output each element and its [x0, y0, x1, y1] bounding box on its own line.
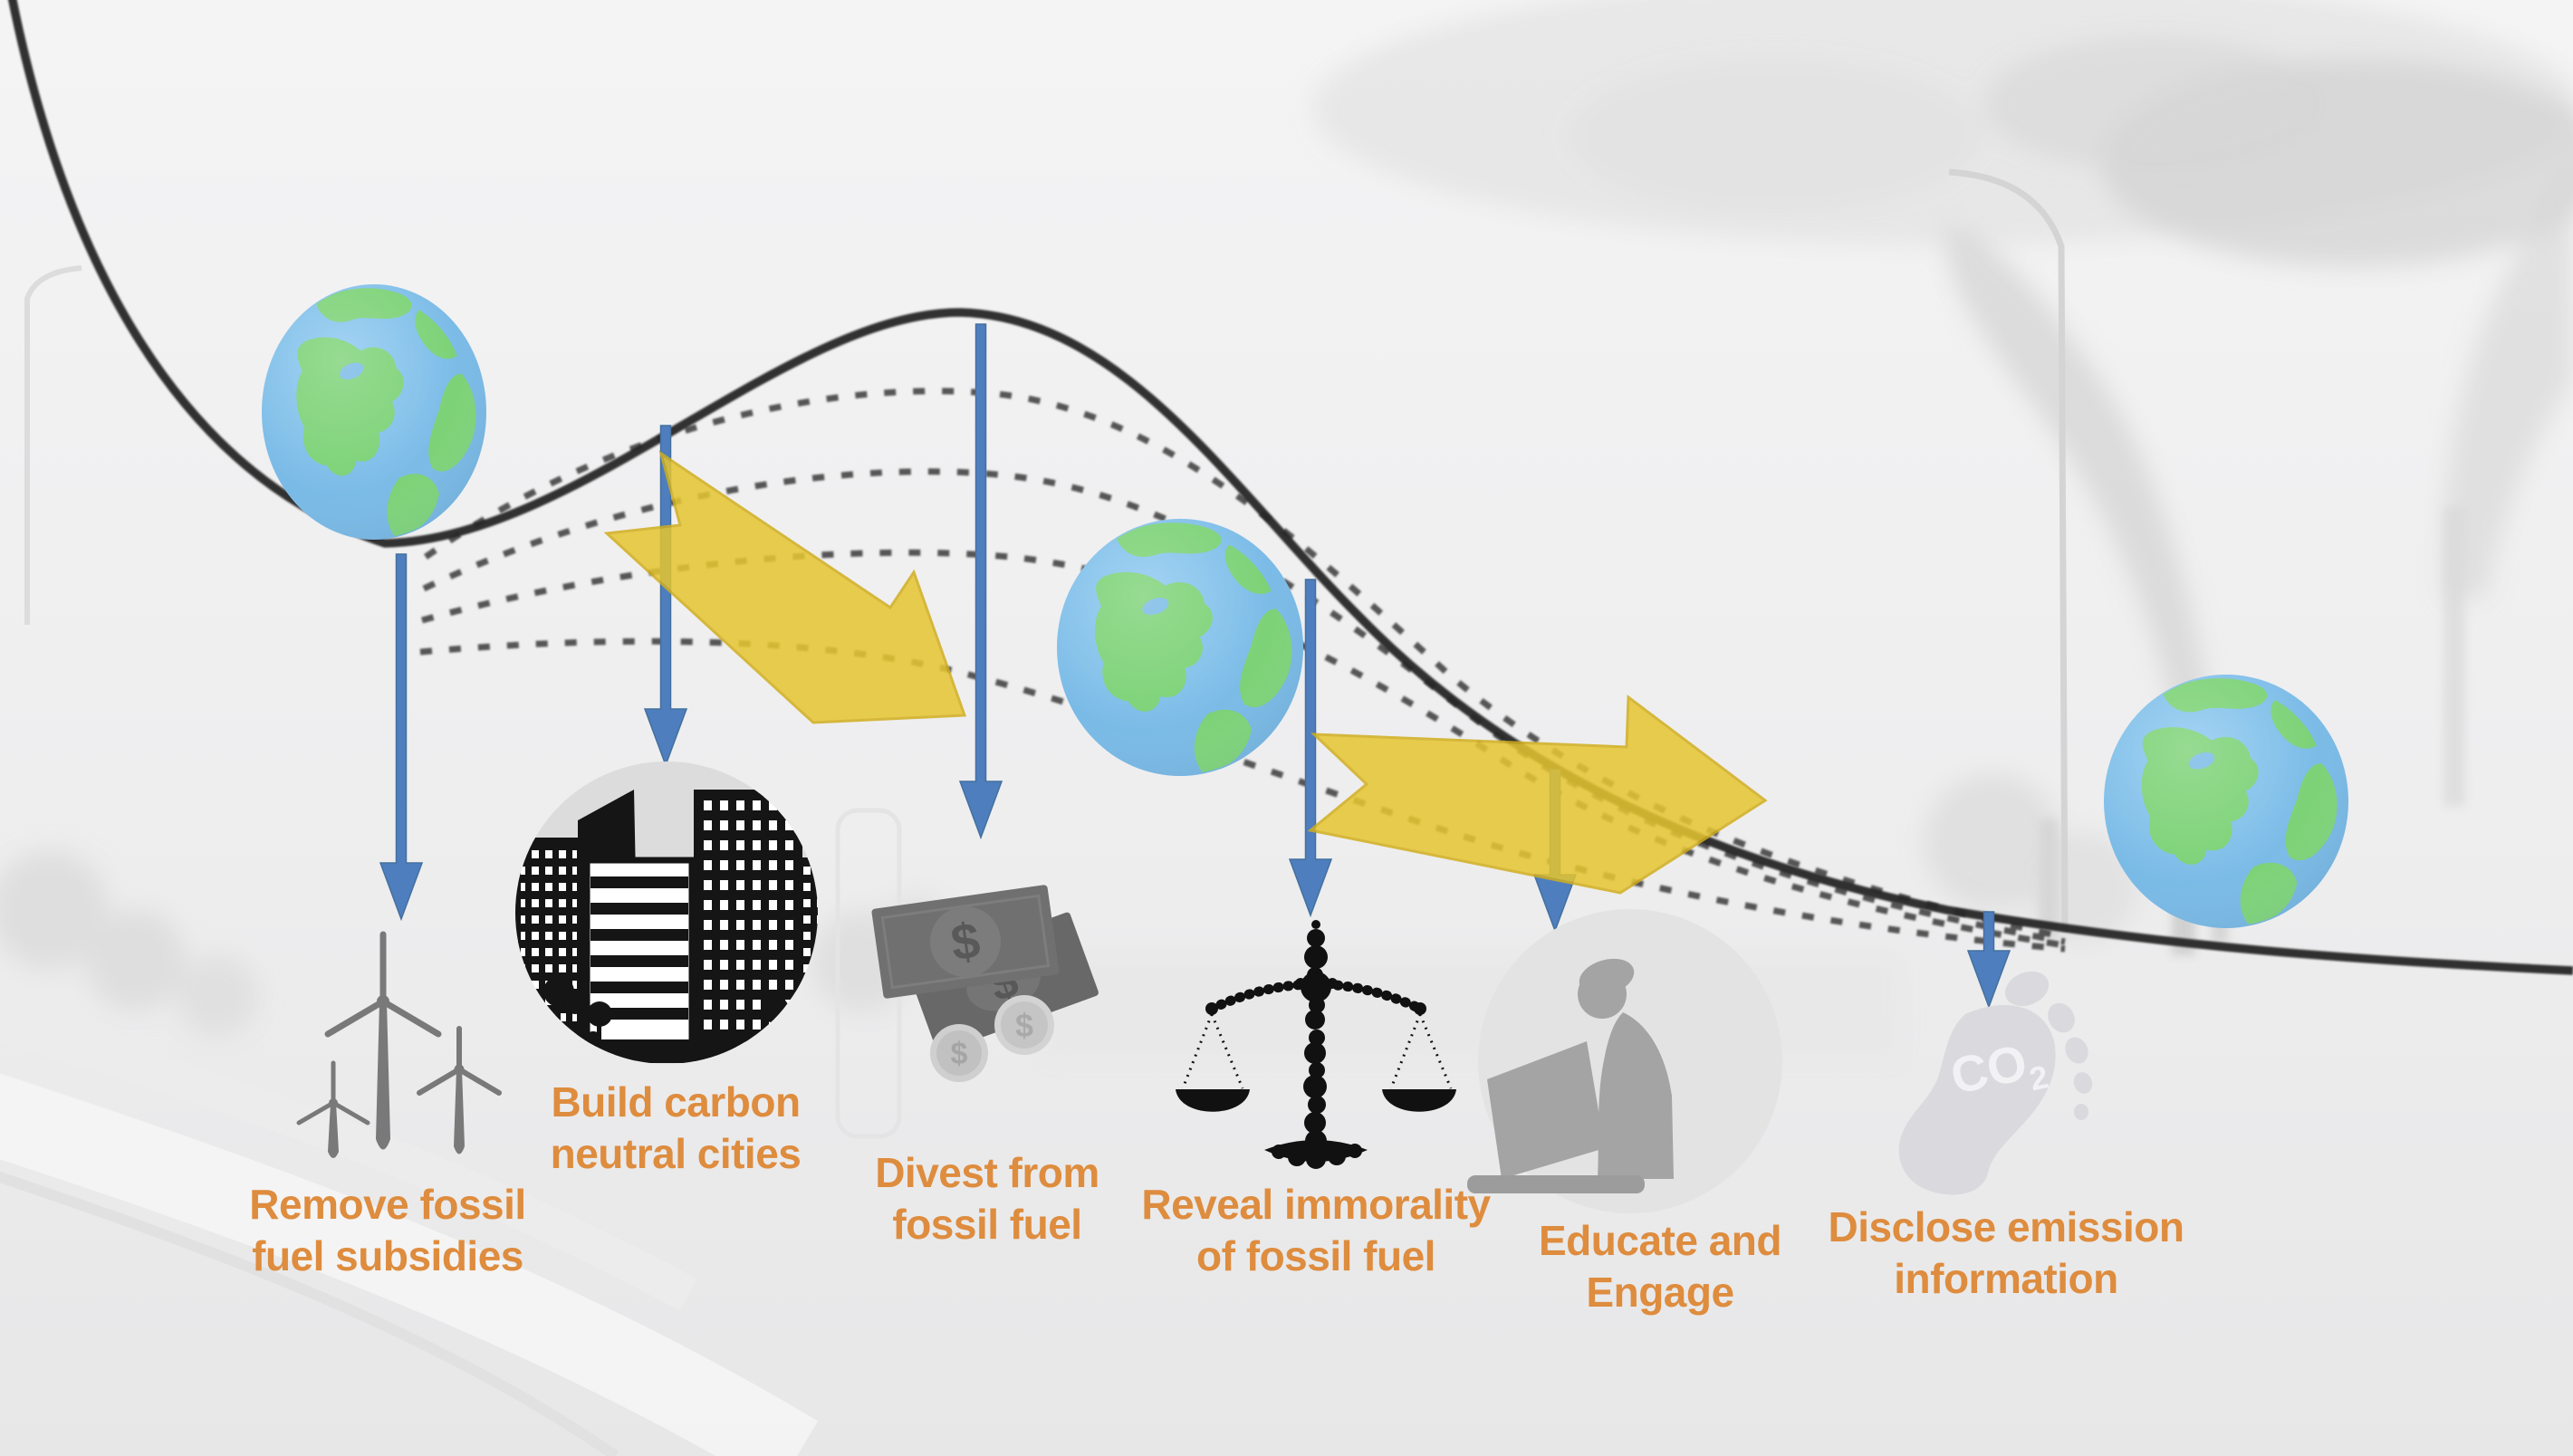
justice-scales-icon: [1176, 920, 1456, 1169]
label-line: fossil fuel: [892, 1201, 1082, 1248]
down-arrow-4: [1288, 579, 1333, 918]
label-reveal-immorality-of-fossil-fuel: Reveal immorality of fossil fuel: [1141, 1179, 1491, 1282]
earth-globe-2: [1057, 519, 1303, 776]
street-lamp-left-icon: [24, 265, 82, 625]
yellow-arrow-2: [1307, 694, 1768, 895]
svg-text:$: $: [1015, 1007, 1033, 1044]
label-line: Divest from: [875, 1149, 1099, 1196]
road: [0, 1005, 819, 1456]
label-line: Disclose emission: [1828, 1203, 2184, 1250]
person-computer-icon: [1467, 909, 1782, 1213]
wind-turbines-icon: [296, 931, 502, 1158]
coin-icon: $: [930, 1024, 988, 1082]
label-remove-fossil-fuel-subsidies: Remove fossil fuel subsidies: [249, 1179, 526, 1282]
label-educate-and-engage: Educate and Engage: [1538, 1215, 1782, 1318]
label-build-carbon-neutral-cities: Build carbon neutral cities: [551, 1077, 802, 1180]
label-line: Engage: [1586, 1269, 1734, 1316]
down-arrow-1: [379, 553, 424, 922]
money-bills-icon: $ $ $ $: [871, 885, 1099, 1082]
label-line: information: [1894, 1255, 2118, 1302]
label-disclose-emission-information: Disclose emission information: [1829, 1202, 2184, 1305]
coin-icon: $: [994, 995, 1054, 1055]
label-line: Build carbon: [551, 1078, 801, 1126]
label-line: Educate and: [1538, 1217, 1782, 1264]
label-line: neutral cities: [550, 1130, 802, 1177]
label-line: fuel subsidies: [252, 1232, 523, 1279]
down-arrow-3: [958, 323, 1003, 840]
yellow-arrow-1: [603, 450, 967, 724]
label-line: of fossil fuel: [1196, 1232, 1435, 1279]
street-lamp-icon: [1948, 168, 2069, 934]
label-divest-from-fossil-fuel: Divest from fossil fuel: [875, 1147, 1099, 1250]
label-line: Reveal immorality: [1141, 1181, 1491, 1228]
yellow-arrows: [603, 450, 1768, 895]
earth-globe-1: [262, 284, 486, 540]
emissions-curve: [7, 0, 2573, 975]
down-arrow-6: [1966, 911, 2011, 1010]
dashed-trajectory-1: [424, 388, 2066, 941]
svg-text:$: $: [951, 1037, 968, 1071]
earth-globe-3: [2104, 675, 2348, 928]
label-line: Remove fossil: [249, 1181, 526, 1228]
dashed-trajectory-4: [419, 637, 2066, 953]
co2-footprint-icon: CO2: [1898, 971, 2093, 1195]
